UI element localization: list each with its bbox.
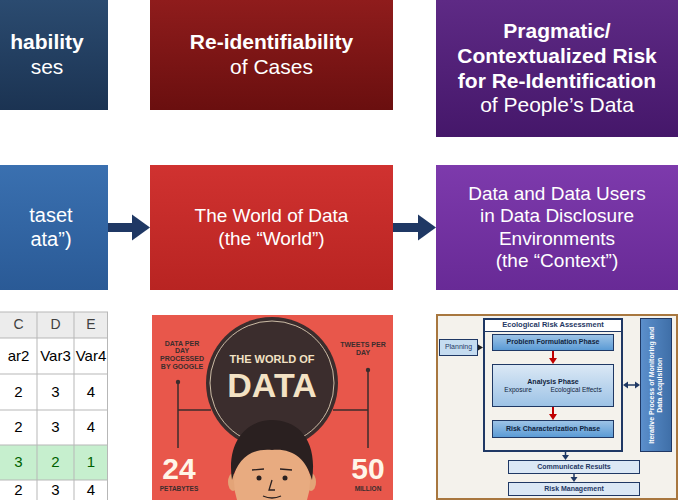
table-cell: 2 xyxy=(37,445,74,480)
node-title: Ecological Risk Assessment xyxy=(485,320,621,332)
infographic-note: TWEETS PER DAY xyxy=(340,332,386,366)
outcome-box: Risk Management xyxy=(508,482,640,496)
sheet-body xyxy=(0,338,108,500)
hair xyxy=(231,420,313,480)
eye xyxy=(257,476,262,481)
arrow-head xyxy=(623,382,628,389)
line-dot xyxy=(366,368,370,372)
node-text: ses xyxy=(31,55,64,80)
table-cell: Var3 xyxy=(37,338,74,374)
assessment-frame: Ecological Risk AssessmentProblem Formul… xyxy=(483,318,623,452)
table-cell: 3 xyxy=(37,374,74,410)
connector-line xyxy=(108,223,136,232)
column-header: E xyxy=(74,312,108,338)
infographic-unit: PETABYTES xyxy=(154,484,204,494)
node-title: Planning xyxy=(445,343,472,351)
node-title: The World of Data xyxy=(195,205,349,227)
table-cell: 4 xyxy=(74,481,108,499)
table-cell: Var4 xyxy=(74,338,108,374)
connector xyxy=(623,382,640,389)
connector-line xyxy=(552,407,554,415)
text-row: Exposure Ecological Effects xyxy=(495,386,611,394)
node-title: Analysis Phase xyxy=(527,378,578,386)
concept-box: Pragmatic/ Contextualized Risk for Re-Id… xyxy=(436,0,678,137)
risk-assessment-figure xyxy=(437,315,677,499)
table-cell: 3 xyxy=(37,481,74,499)
grid-lines xyxy=(0,312,108,500)
table-cell: 2 xyxy=(0,410,37,445)
concept-box: Re-identifiabilityof Cases xyxy=(150,0,393,110)
world-of-data-poster xyxy=(152,315,393,500)
poster-title: DATA xyxy=(212,366,332,406)
node-text: of Cases xyxy=(230,55,313,80)
column-header: D xyxy=(37,312,74,338)
outcome-box: Communicate Results xyxy=(508,460,640,474)
infographic-number: 50 xyxy=(346,452,390,485)
node-title: Problem Formulation Phase xyxy=(507,338,600,346)
connector xyxy=(393,215,436,241)
connector xyxy=(571,474,578,482)
source-box: tasetata”) xyxy=(0,165,108,290)
connector xyxy=(108,215,150,241)
infographic-note: DATA PER DAY PROCESSED BY GOOGLE xyxy=(157,332,207,378)
table-cell: 3 xyxy=(37,410,74,445)
node-text: Exposure xyxy=(504,386,531,394)
node-text: (the “World”) xyxy=(218,228,324,250)
connector xyxy=(549,351,557,364)
source-box: Data and Data Users in Data Disclosure E… xyxy=(436,165,678,290)
header-row xyxy=(0,312,108,338)
table-cell: 4 xyxy=(74,410,108,445)
connector-line xyxy=(552,351,554,359)
arrow-head xyxy=(132,215,150,241)
table-cell: 1 xyxy=(74,445,108,480)
source-box: The World of Data(the “World”) xyxy=(150,165,393,290)
node-title: hability xyxy=(10,30,84,55)
line-dot xyxy=(176,380,180,384)
process-bar: Iterative Process of Monitoring and Data… xyxy=(640,318,672,452)
node-title: Pragmatic/ Contextualized Risk for Re-Id… xyxy=(442,19,672,93)
node-title: Iterative Process of Monitoring and Data… xyxy=(648,324,665,446)
planning-box: Planning xyxy=(439,339,478,356)
table-cell: 3 xyxy=(0,445,37,480)
table-cell: 4 xyxy=(74,374,108,410)
spreadsheet xyxy=(0,312,108,500)
table-cell: 2 xyxy=(0,481,37,499)
column-header: C xyxy=(0,312,37,338)
connector xyxy=(549,407,557,420)
node-title: Risk Characterization Phase xyxy=(506,425,600,433)
poster-title: THE WORLD OF xyxy=(222,352,322,366)
connector xyxy=(562,452,569,460)
connector-line xyxy=(393,223,422,232)
phase-box: Problem Formulation Phase xyxy=(492,334,614,351)
phase-box: Risk Characterization Phase xyxy=(492,420,614,438)
phase-box: Analysis PhaseExposure Ecological Effects xyxy=(492,364,614,407)
node-title: Communicate Results xyxy=(537,463,611,471)
table-cell: ar2 xyxy=(0,338,37,374)
node-text: ata”) xyxy=(30,228,71,252)
arrow-head xyxy=(418,215,436,241)
node-text: (the “Context”) xyxy=(496,250,618,272)
face-features xyxy=(252,469,292,498)
node-title: Risk Management xyxy=(544,485,604,493)
node-title: taset xyxy=(29,204,72,228)
figure-frame xyxy=(437,315,677,499)
highlighted-row xyxy=(0,445,108,480)
infographic-number: 24 xyxy=(158,452,200,485)
node-text: of People’s Data xyxy=(480,93,634,118)
table-cell: 2 xyxy=(0,374,37,410)
node-title: Data and Data Users in Data Disclosure E… xyxy=(460,183,654,250)
node-text: Ecological Effects xyxy=(550,386,601,394)
eye xyxy=(283,476,288,481)
node-title: Re-identifiability xyxy=(190,30,353,55)
connector-line xyxy=(627,384,636,386)
infographic-unit: MILLION xyxy=(346,484,390,494)
concept-box: habilityses xyxy=(0,0,108,110)
